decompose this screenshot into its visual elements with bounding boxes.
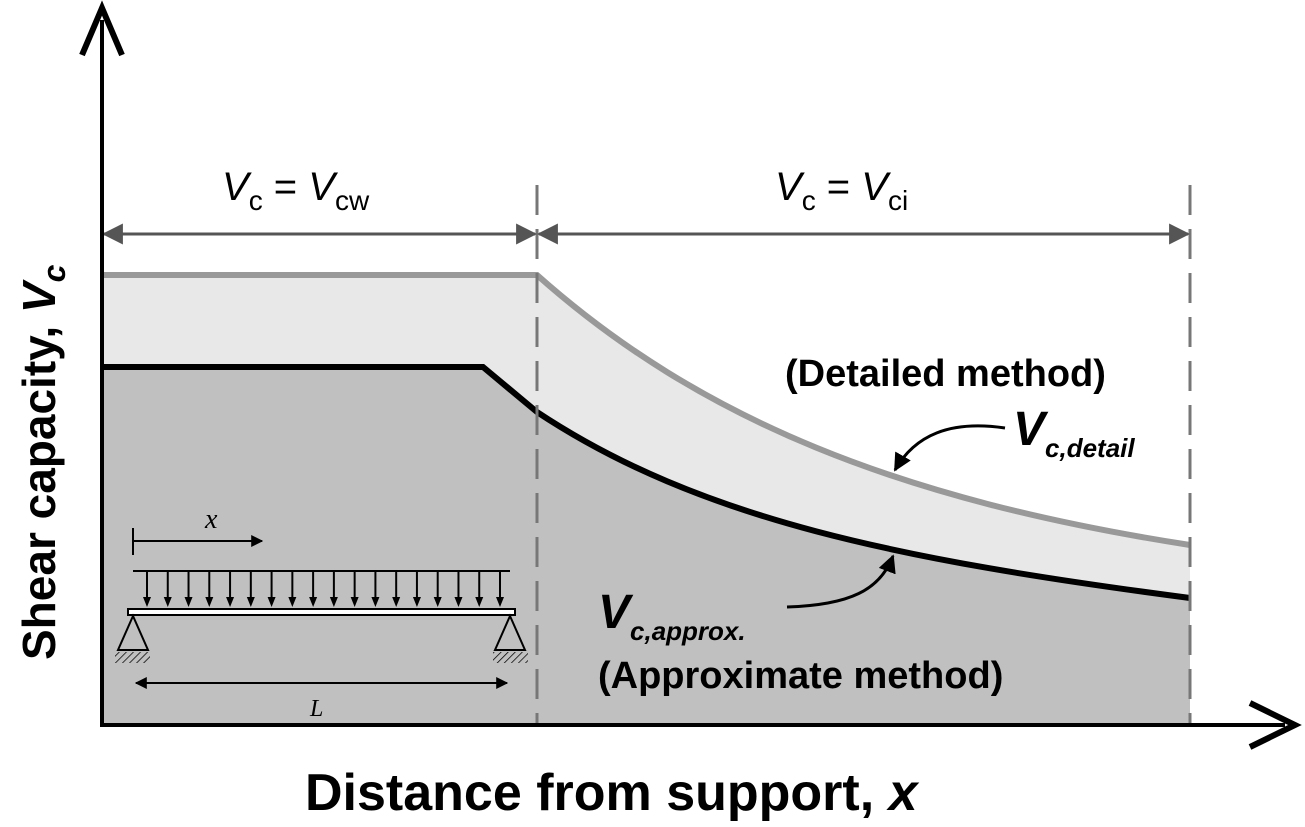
detailed-pointer-arrow: [893, 424, 1006, 472]
load-arrow-head: [226, 597, 235, 607]
approx-method-label: (Approximate method): [598, 655, 1003, 697]
approx-pointer-arrow: [786, 554, 896, 609]
left-pin-support: [116, 613, 150, 651]
distributed-load-arrows: [143, 572, 504, 607]
load-arrow-head: [433, 597, 442, 607]
load-arrow-head: [475, 597, 484, 607]
load-arrow-head: [143, 597, 151, 607]
x-axis-arrowhead: [1248, 700, 1302, 750]
load-arrow-head: [371, 597, 380, 607]
right-pin-support: [493, 613, 527, 651]
left-support-hatch: [115, 652, 150, 663]
beam-body: [127, 608, 516, 616]
y-axis-arrowhead: [79, 0, 125, 57]
y-axis-label: Shear capacity, Vc: [13, 264, 72, 660]
load-arrow-head: [392, 597, 401, 607]
load-arrow-head: [205, 597, 214, 607]
load-arrow-head: [309, 597, 318, 607]
load-arrow-head: [454, 597, 463, 607]
load-arrow-head: [163, 597, 172, 607]
region-left-label: Vc = Vcw: [222, 165, 370, 216]
load-arrow-head: [246, 597, 255, 607]
load-arrow-head: [288, 597, 297, 607]
detailed-curve-symbol: Vc,detail: [1013, 403, 1135, 463]
load-arrow-head: [412, 597, 421, 607]
region-right-label: Vc = Vci: [775, 165, 908, 216]
beam-x-label: x: [204, 504, 218, 535]
right-support-hatch: [493, 652, 528, 663]
detailed-capacity-curve: [102, 272, 1191, 548]
load-arrow-head: [329, 597, 338, 607]
approx-curve-symbol: Vc,approx.: [598, 586, 746, 646]
beam-inset: x L: [115, 504, 528, 722]
load-arrow-head: [184, 597, 193, 607]
x-axis-label: Distance from support, x: [305, 764, 920, 822]
detailed-method-label: (Detailed method): [785, 353, 1106, 395]
load-arrow-head: [350, 597, 359, 607]
load-arrow-head: [267, 597, 276, 607]
span-label: L: [309, 696, 323, 722]
load-arrow-head: [496, 597, 504, 607]
approx-capacity-curve: [102, 364, 1191, 601]
approx-region-fill: [102, 367, 1190, 725]
